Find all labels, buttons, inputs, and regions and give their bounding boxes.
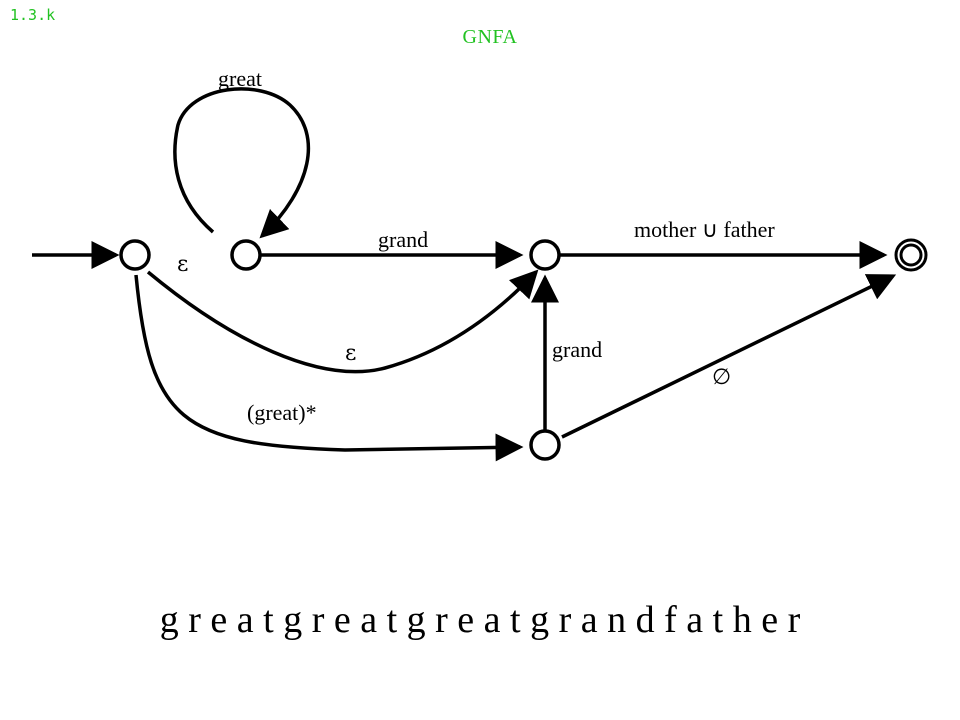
slide-number: 1.3.k <box>10 6 56 24</box>
self-loop-edge <box>173 87 311 239</box>
label-empty-set: ∅ <box>712 365 731 390</box>
label-union: mother ∪ father <box>634 217 775 242</box>
state-start <box>119 239 151 271</box>
label-great-star: (great)* <box>247 400 317 425</box>
label-epsilon-top: ε <box>177 252 188 277</box>
state-q2 <box>529 239 561 271</box>
label-grand-vertical: grand <box>552 337 602 362</box>
state-q1 <box>230 239 262 271</box>
label-self-loop: great <box>218 66 262 91</box>
edge-start-q2-curve <box>146 269 539 374</box>
label-grand-top: grand <box>378 227 428 252</box>
state-q3 <box>529 429 561 461</box>
double-circle-icon <box>894 238 928 272</box>
label-epsilon-curve: ε <box>345 341 356 366</box>
edge-q3-accept <box>561 274 897 439</box>
slide-title: GNFA <box>462 26 518 48</box>
state-accept-inner <box>899 243 923 267</box>
edge-start-q3-curve <box>134 274 524 462</box>
word-string: g r e a t g r e a t g r e a t g r a n d … <box>159 599 801 641</box>
